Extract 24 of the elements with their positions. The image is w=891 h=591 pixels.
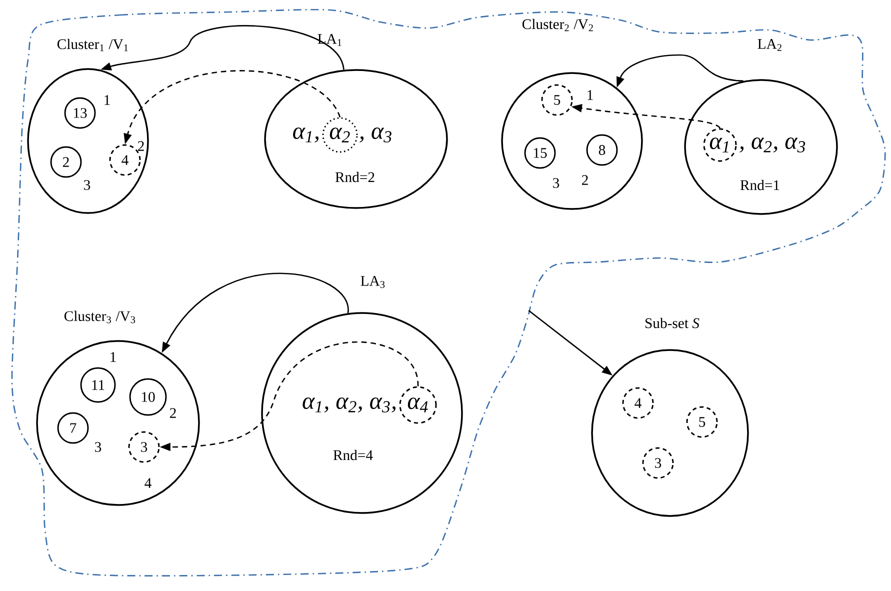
vertex-number: 2 (582, 175, 588, 185)
circle-title: Cluster$_{1}$ /V$_{1}$ (57, 38, 128, 52)
action-set-text: α$_{1}$, (293, 128, 318, 142)
automaton-label: LA$_{3}$ (360, 276, 385, 288)
vertex-number: 2 (170, 408, 176, 418)
action-set-text: , α$_{3}$ (360, 128, 392, 142)
circle-title: Sub-set S (646, 318, 700, 328)
automaton-label: LA$_{2}$ (758, 39, 782, 51)
vertex-number: 3 (95, 442, 102, 452)
rnd-label: Rnd=1 (740, 180, 780, 190)
vertex-number: 1 (588, 90, 593, 100)
action-set-text: α$_{1}$, α$_{2}$, α$_{3}$, (302, 398, 396, 412)
vertex-number: 4 (144, 478, 152, 488)
vertex-number: 1 (110, 352, 116, 362)
vertex-number: 3 (553, 178, 560, 188)
rnd-label: Rnd=4 (333, 450, 373, 460)
vertex-number: 1 (104, 95, 110, 105)
action-set-text: , α$_{2}$, α$_{3}$ (740, 138, 806, 152)
vertex-number: 3 (84, 180, 90, 190)
rnd-label: Rnd=2 (335, 172, 374, 182)
automaton-label: LA$_{1}$ (318, 34, 342, 46)
region-outline (11, 8, 886, 576)
circle-title: Cluster$_{2}$ /V$_{2}$ (522, 18, 593, 32)
circle-title: Cluster$_{3}$ /V$_{3}$ (64, 310, 136, 324)
